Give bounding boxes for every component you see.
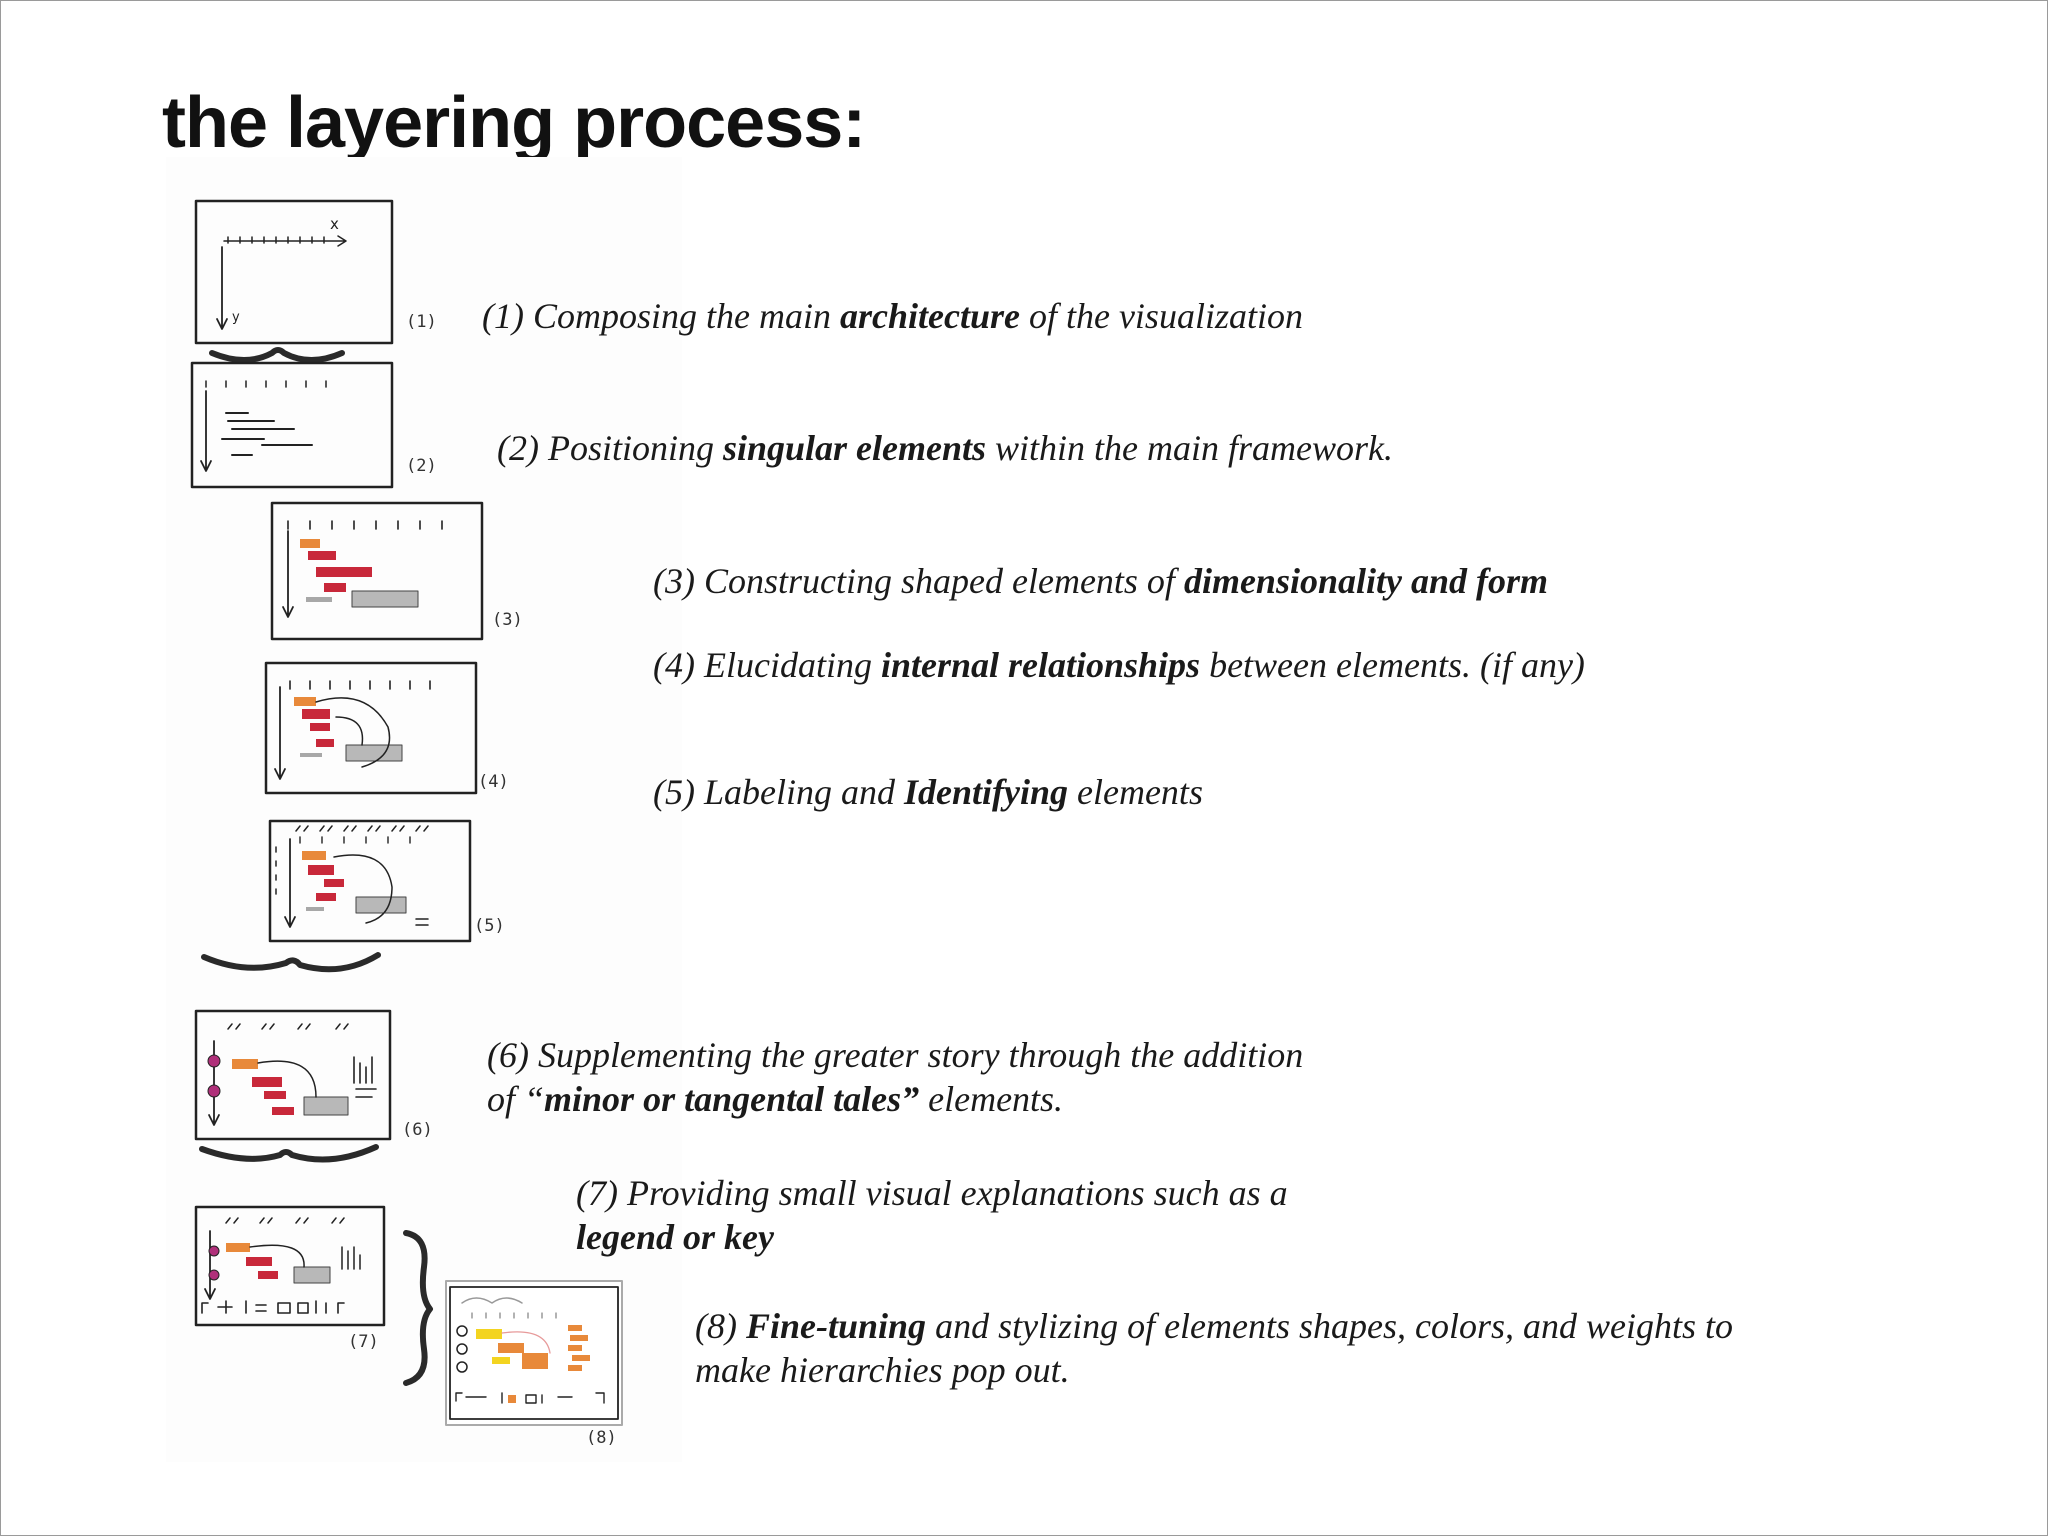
step-5-rest: elements bbox=[1068, 772, 1203, 812]
sketch-frame-5: (5) bbox=[268, 819, 505, 943]
step-7: (7) Providing small visual explanations … bbox=[576, 1171, 1288, 1259]
sketch-label-6: (6) bbox=[402, 1120, 433, 1140]
step-1-text: (1) Composing the main bbox=[482, 296, 840, 336]
sketch-frame-3: (3) bbox=[270, 501, 523, 641]
step-8-text: (8) bbox=[695, 1306, 746, 1346]
step-4-emphasis: internal relationships bbox=[880, 645, 1201, 685]
step-4-rest: between elements. (if any) bbox=[1200, 645, 1585, 685]
step-2-rest: within the main framework. bbox=[986, 428, 1394, 468]
sketch-brace-2 bbox=[201, 952, 381, 973]
step-7-emphasis: legend or key bbox=[576, 1217, 774, 1257]
step-8: (8) Fine-tuning and stylizing of element… bbox=[695, 1304, 1745, 1392]
sketch-frame-4: (4) bbox=[264, 661, 509, 795]
sketch-frame-2: (2) bbox=[190, 361, 437, 489]
slide-title: the layering process: bbox=[162, 83, 866, 163]
step-7-text: (7) Providing small visual explanations … bbox=[576, 1173, 1288, 1213]
step-6-line2-prefix: of “ bbox=[487, 1079, 545, 1119]
sketch-label-7: (7) bbox=[348, 1332, 379, 1352]
step-4-text: (4) Elucidating bbox=[653, 645, 881, 685]
step-3-text: (3) Constructing shaped elements of bbox=[653, 561, 1184, 601]
sketch-frame-6: (6) bbox=[194, 1009, 433, 1141]
step-5-emphasis: Identifying bbox=[903, 772, 1068, 812]
step-2: (2) Positioning singular elements within… bbox=[497, 426, 1393, 470]
step-6-emphasis: minor or tangental tales” bbox=[544, 1079, 920, 1119]
sketch-label-4: (4) bbox=[478, 772, 509, 792]
step-8-emphasis: Fine-tuning bbox=[745, 1306, 927, 1346]
step-6: (6) Supplementing the greater story thro… bbox=[487, 1033, 1303, 1121]
sketch-axis-x: x bbox=[330, 215, 339, 233]
sketch-label-2: (2) bbox=[406, 456, 437, 476]
step-6-text: (6) Supplementing the greater story thro… bbox=[487, 1035, 1304, 1075]
step-5-text: (5) Labeling and bbox=[653, 772, 904, 812]
sketch-brace-1 bbox=[209, 347, 345, 363]
step-6-rest: elements. bbox=[919, 1079, 1064, 1119]
sketch-label-3: (3) bbox=[492, 610, 523, 630]
step-1-rest: of the visualization bbox=[1019, 296, 1303, 336]
step-1: (1) Composing the main architecture of t… bbox=[482, 294, 1303, 338]
step-2-text: (2) Positioning bbox=[497, 428, 723, 468]
step-8-rest: and stylizing of elements shapes, colors… bbox=[695, 1306, 1734, 1390]
sketch-label-8: (8) bbox=[586, 1428, 617, 1448]
step-1-emphasis: architecture bbox=[839, 296, 1020, 336]
sketch-frame-7: (7) bbox=[194, 1205, 386, 1352]
sketch-frame-8: (8) bbox=[445, 1280, 623, 1448]
step-4: (4) Elucidating internal relationships b… bbox=[653, 643, 1733, 687]
step-5: (5) Labeling and Identifying elements bbox=[653, 770, 1203, 814]
step-2-emphasis: singular elements bbox=[722, 428, 987, 468]
sketch-label-5: (5) bbox=[474, 916, 505, 936]
step-3-emphasis: dimensionality and form bbox=[1183, 561, 1548, 601]
step-3: (3) Constructing shaped elements of dime… bbox=[653, 559, 1548, 603]
sketch-axis-y: y bbox=[232, 310, 240, 325]
sketch-curly-brace bbox=[403, 1230, 433, 1386]
sketch-brace-3 bbox=[199, 1144, 379, 1163]
layering-sketch-image: x y (1) (2) (3) (4) bbox=[166, 157, 682, 1462]
sketch-frame-1: x y (1) bbox=[194, 199, 437, 345]
sketch-label-1: (1) bbox=[406, 312, 437, 332]
